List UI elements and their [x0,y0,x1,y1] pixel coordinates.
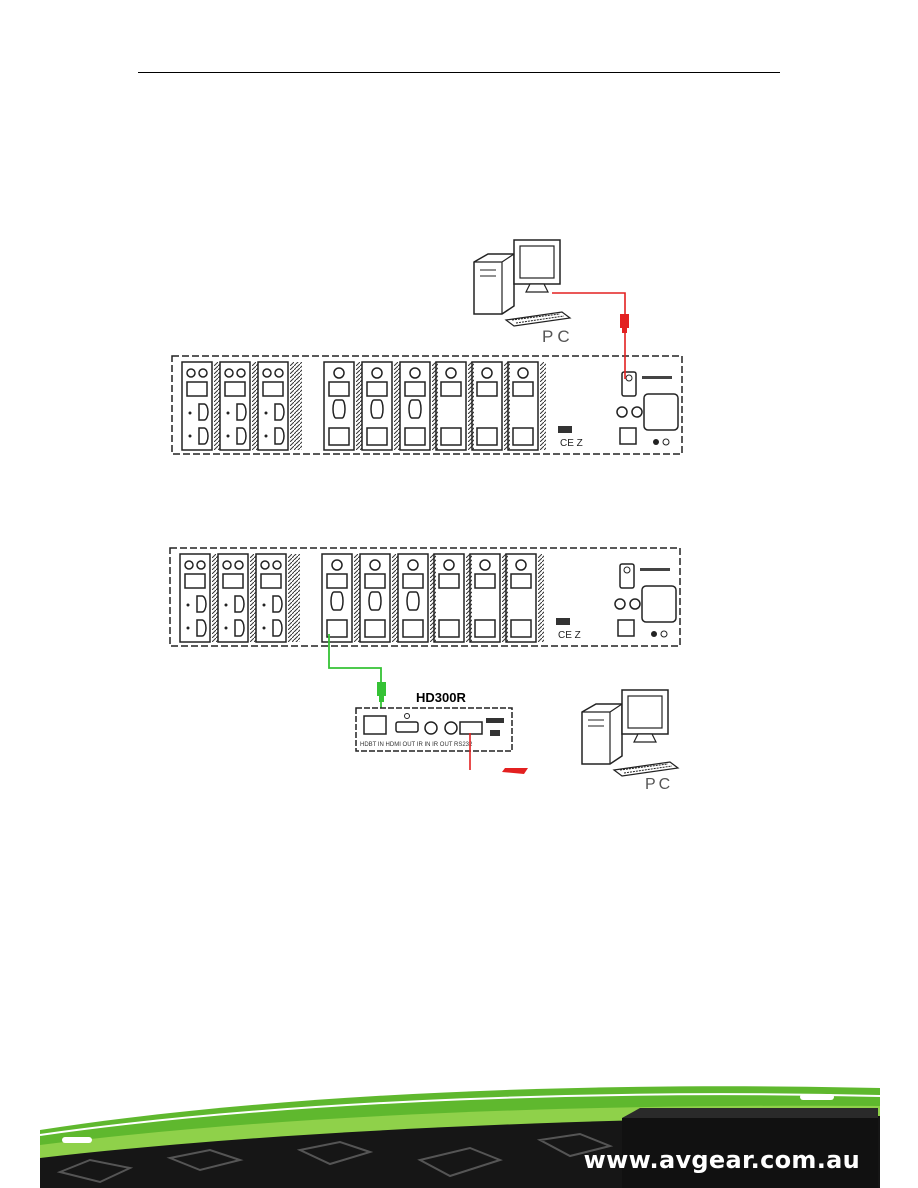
hd300r-receiver: HDBT IN HDMI OUT IR IN IR OUT RS232 [355,707,513,752]
receiver-label: HD300R [416,690,466,705]
footer-banner [39,1086,881,1188]
svg-text:HDBT IN HDMI OUT IR IN IR O: HDBT IN HDMI OUT IR IN IR OUT RS232 [360,742,473,748]
pc-label: PC [542,327,574,346]
hdbaset-cable [328,634,386,715]
matrix-chassis-rear-panel-2 [170,548,680,646]
rs232-cable-2 [469,733,528,774]
footer-url: www.avgear.com.au [583,1146,860,1174]
pc-label-2: PC [645,776,674,793]
rs232-cable [552,292,629,379]
matrix-chassis-rear-panel [172,356,682,454]
pc-computer-icon-2 [581,689,679,777]
header-rule [138,72,780,73]
pc-computer-icon [473,239,571,327]
